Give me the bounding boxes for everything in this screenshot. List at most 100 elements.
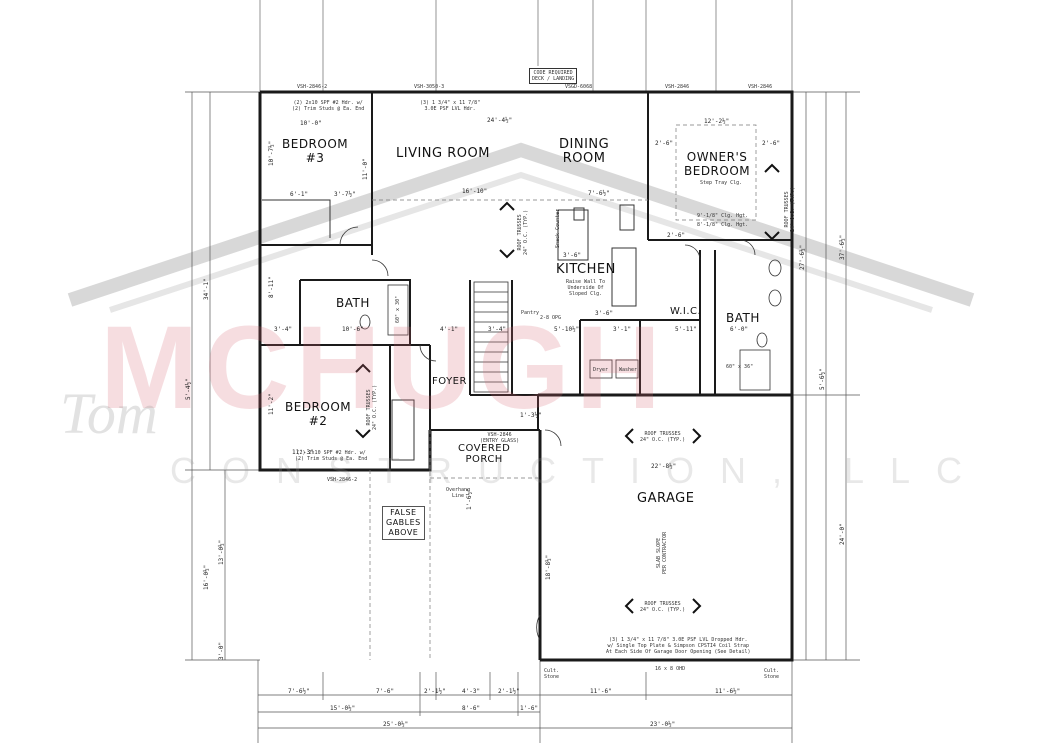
closets <box>262 199 415 461</box>
slab-line2: PER CONTRACTOR <box>662 531 668 574</box>
interior-walls <box>260 92 792 470</box>
left-dimension-lines <box>185 91 260 661</box>
dim-right-lower: 5'-6½" <box>819 368 826 390</box>
bath-fixtures <box>359 259 782 391</box>
dim-bottom-8: 15'-0½" <box>330 705 356 712</box>
curb-stone-right: Cult. Stone <box>764 668 779 680</box>
roof-truss-note-1: ROOF TRUSSES 24" O.C. (TYP.) <box>517 210 529 255</box>
overhang-line2: Line <box>452 493 465 499</box>
curb-stone-right-line2: Stone <box>764 674 780 680</box>
window-top-door: VSGD-6068 <box>565 84 593 90</box>
entry-door-line2: (ENTRY GLASS) <box>480 438 520 444</box>
dim-owners-d1: 2'-6" <box>655 140 674 147</box>
dim-bottom-4: 4'-3" <box>462 688 481 695</box>
room-bedroom-2: BEDROOM #2 <box>285 400 351 428</box>
dim-bottom-7: 11'-6½" <box>715 688 741 695</box>
dim-bottom-12: 23'-0½" <box>650 721 676 728</box>
gables-line2: GABLES <box>386 518 421 527</box>
beam-living-note: (3) 1 3/4" x 11 7/8" 3.0E PSF LVL Hdr. <box>420 100 480 112</box>
dim-wic-w: 5'-11" <box>675 326 697 333</box>
dim-left-total: 34'-1" <box>203 278 210 300</box>
dim-bottom-1: 7'-6½" <box>288 688 310 695</box>
dim-bath1-w: 10'-6" <box>342 326 364 333</box>
curb-stone-left-line1: Cult. <box>544 668 560 674</box>
dim-bottom-5: 2'-1½" <box>498 688 520 695</box>
dim-front-left-sub2: 3'-0" <box>218 641 225 660</box>
gables-line1: FALSE <box>390 508 417 517</box>
raise-wall-note: Raise Wall To Underside Of Sloped Clg. <box>566 279 605 297</box>
owners-clg-2: 8'-1/8" Clg. Hgt. <box>697 222 749 228</box>
raise-wall-line1: Raise Wall To <box>566 279 606 285</box>
dim-b3-width: 10'-0" <box>300 120 322 127</box>
room-bath-1: BATH <box>336 296 370 310</box>
stairs <box>473 281 509 393</box>
dim-bath2-w: 6'-0" <box>730 326 749 333</box>
curb-stone-left: Cult. Stone <box>544 668 559 680</box>
roof-truss-note-3: ROOF TRUSSES 24" O.C. (TYP.) <box>366 385 378 430</box>
right-dimension-lines <box>792 91 860 661</box>
watermark-name: MCHUGH <box>100 302 667 434</box>
bedroom2-beam-line1: (2) 2x10 SPF #2 Hdr. w/ <box>296 450 366 456</box>
room-bedroom-3: BEDROOM #3 <box>282 137 348 165</box>
dim-front-left-depth: 16'-0½" <box>203 564 210 590</box>
dim-right-garage: 24'-0" <box>839 523 846 545</box>
beam-living-line2: 3.0E PSF LVL Hdr. <box>424 106 476 112</box>
window-top-right-1: VSH-2846 <box>665 84 690 90</box>
roof-truss-2-line2: 24" O.C. (TYP.) <box>790 186 796 232</box>
roof-truss-note-5: ROOF TRUSSES 24" O.C. (TYP.) <box>640 601 685 613</box>
watermark-roof-inner <box>109 171 933 313</box>
bottom-dimension-lines <box>257 660 793 743</box>
owners-ceiling-note: Step Tray Clg. <box>700 180 743 186</box>
opg-note: 2-8 OPG <box>540 315 562 321</box>
overhang-note: Overhang Line <box>446 487 470 499</box>
dim-foyer-w: 1'-3½" <box>520 412 542 419</box>
tub-note: 60" x 30" <box>395 295 401 323</box>
dim-garage-width: 22'-8½" <box>651 463 677 470</box>
roof-truss-3-line2: 24" O.C. (TYP.) <box>372 384 378 430</box>
dim-owners-d3: 2'-6" <box>667 232 686 239</box>
dim-hall-1: 4'-1" <box>440 326 459 333</box>
room-bedroom-2-number: #2 <box>308 414 328 428</box>
room-owners-line1: OWNER'S <box>686 150 748 164</box>
beam-left-note: (2) 2x10 SPF #2 Hdr. w/ (2) Trim Studs @… <box>292 100 364 112</box>
dim-bottom-3: 2'-1½" <box>424 688 446 695</box>
room-bedroom-3-name: BEDROOM <box>282 137 349 151</box>
dim-front-left-sub: 13'-0½" <box>218 539 225 565</box>
dim-bottom-6: 11'-6" <box>590 688 612 695</box>
dim-bottom-11: 25'-0½" <box>383 721 409 728</box>
entry-door-note: VSH-2846 (ENTRY GLASS) <box>480 432 519 444</box>
dim-living-width: 24'-4½" <box>487 117 513 124</box>
pantry-note: Pantry <box>521 310 540 316</box>
dim-bottom-2: 7'-6" <box>376 688 395 695</box>
room-living: LIVING ROOM <box>396 146 490 161</box>
false-gables-label: FALSE GABLES ABOVE <box>382 506 425 540</box>
dim-living-depth: 16'-10" <box>462 188 488 195</box>
dim-b3-closet-1: 6'-1" <box>290 191 309 198</box>
entry-door-line1: VSH-2846 <box>487 432 512 438</box>
slab-note: SLAB SLOPE PER CONTRACTOR <box>656 532 668 574</box>
roof-truss-5-line2: 24" O.C. (TYP.) <box>640 607 686 613</box>
dashed-lines <box>369 124 757 660</box>
dim-right-owners: 27'-6½" <box>799 244 806 270</box>
window-bottom-note: VSH-2846-2 <box>327 477 358 483</box>
kitchen-counters <box>557 204 637 307</box>
deck-note: CODE REQUIRED DECK / LANDING <box>529 68 578 84</box>
roof-truss-4-line2: 24" O.C. (TYP.) <box>640 437 686 443</box>
watermark-roof <box>67 142 975 307</box>
bedroom2-beam-line2: (2) Trim Studs @ Ea. End <box>295 456 368 462</box>
deck-note-line1: CODE REQUIRED <box>533 70 573 76</box>
room-bedroom-2-name: BEDROOM <box>285 400 352 414</box>
room-bath-2: BATH <box>726 311 760 325</box>
garage-beam-line3: At Each Side Of Garage Door Opening (See… <box>606 649 751 655</box>
garage-beam-line2: w/ Single Top Plate & Simpson CPSTI4 Coi… <box>607 643 749 649</box>
dryer-note: Dryer <box>593 367 609 373</box>
roof-truss-5-line1: ROOF TRUSSES <box>644 601 681 607</box>
garage-beam-note: (3) 1 3/4" x 11 7/8" 3.0E PSF LVL Droppe… <box>606 637 751 655</box>
roof-truss-4-line1: ROOF TRUSSES <box>644 431 681 437</box>
roof-truss-1-line2: 24" O.C. (TYP.) <box>523 209 529 255</box>
dim-owners-width: 12'-2½" <box>704 118 730 125</box>
dim-kitchen-w2: 3'-6" <box>595 310 614 317</box>
window-top-right-2: VSH-2846 <box>748 84 773 90</box>
